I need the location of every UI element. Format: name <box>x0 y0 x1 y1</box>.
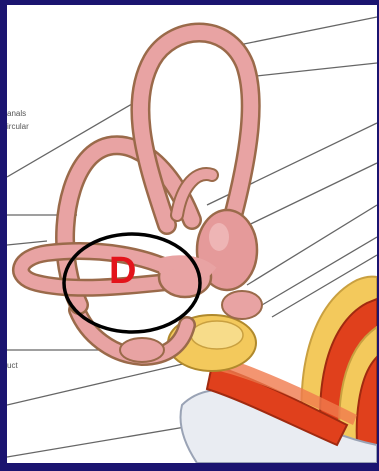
inner-ear-illustration <box>7 5 377 463</box>
leader-line <box>247 63 377 77</box>
leader-line <box>7 241 47 245</box>
leader-line <box>232 163 377 233</box>
leader-line <box>7 425 197 457</box>
label-fragment-circular: ircular <box>7 122 29 132</box>
marker-letter-d: D <box>109 252 136 290</box>
inner-ear-diagram: anals ircular uct D <box>7 5 377 463</box>
label-fragment-canals: anals <box>7 109 26 119</box>
leader-line <box>239 17 377 45</box>
leader-line <box>7 363 187 405</box>
label-fragment-duct: uct <box>7 361 18 371</box>
semicircular-canal-superior <box>140 33 250 226</box>
